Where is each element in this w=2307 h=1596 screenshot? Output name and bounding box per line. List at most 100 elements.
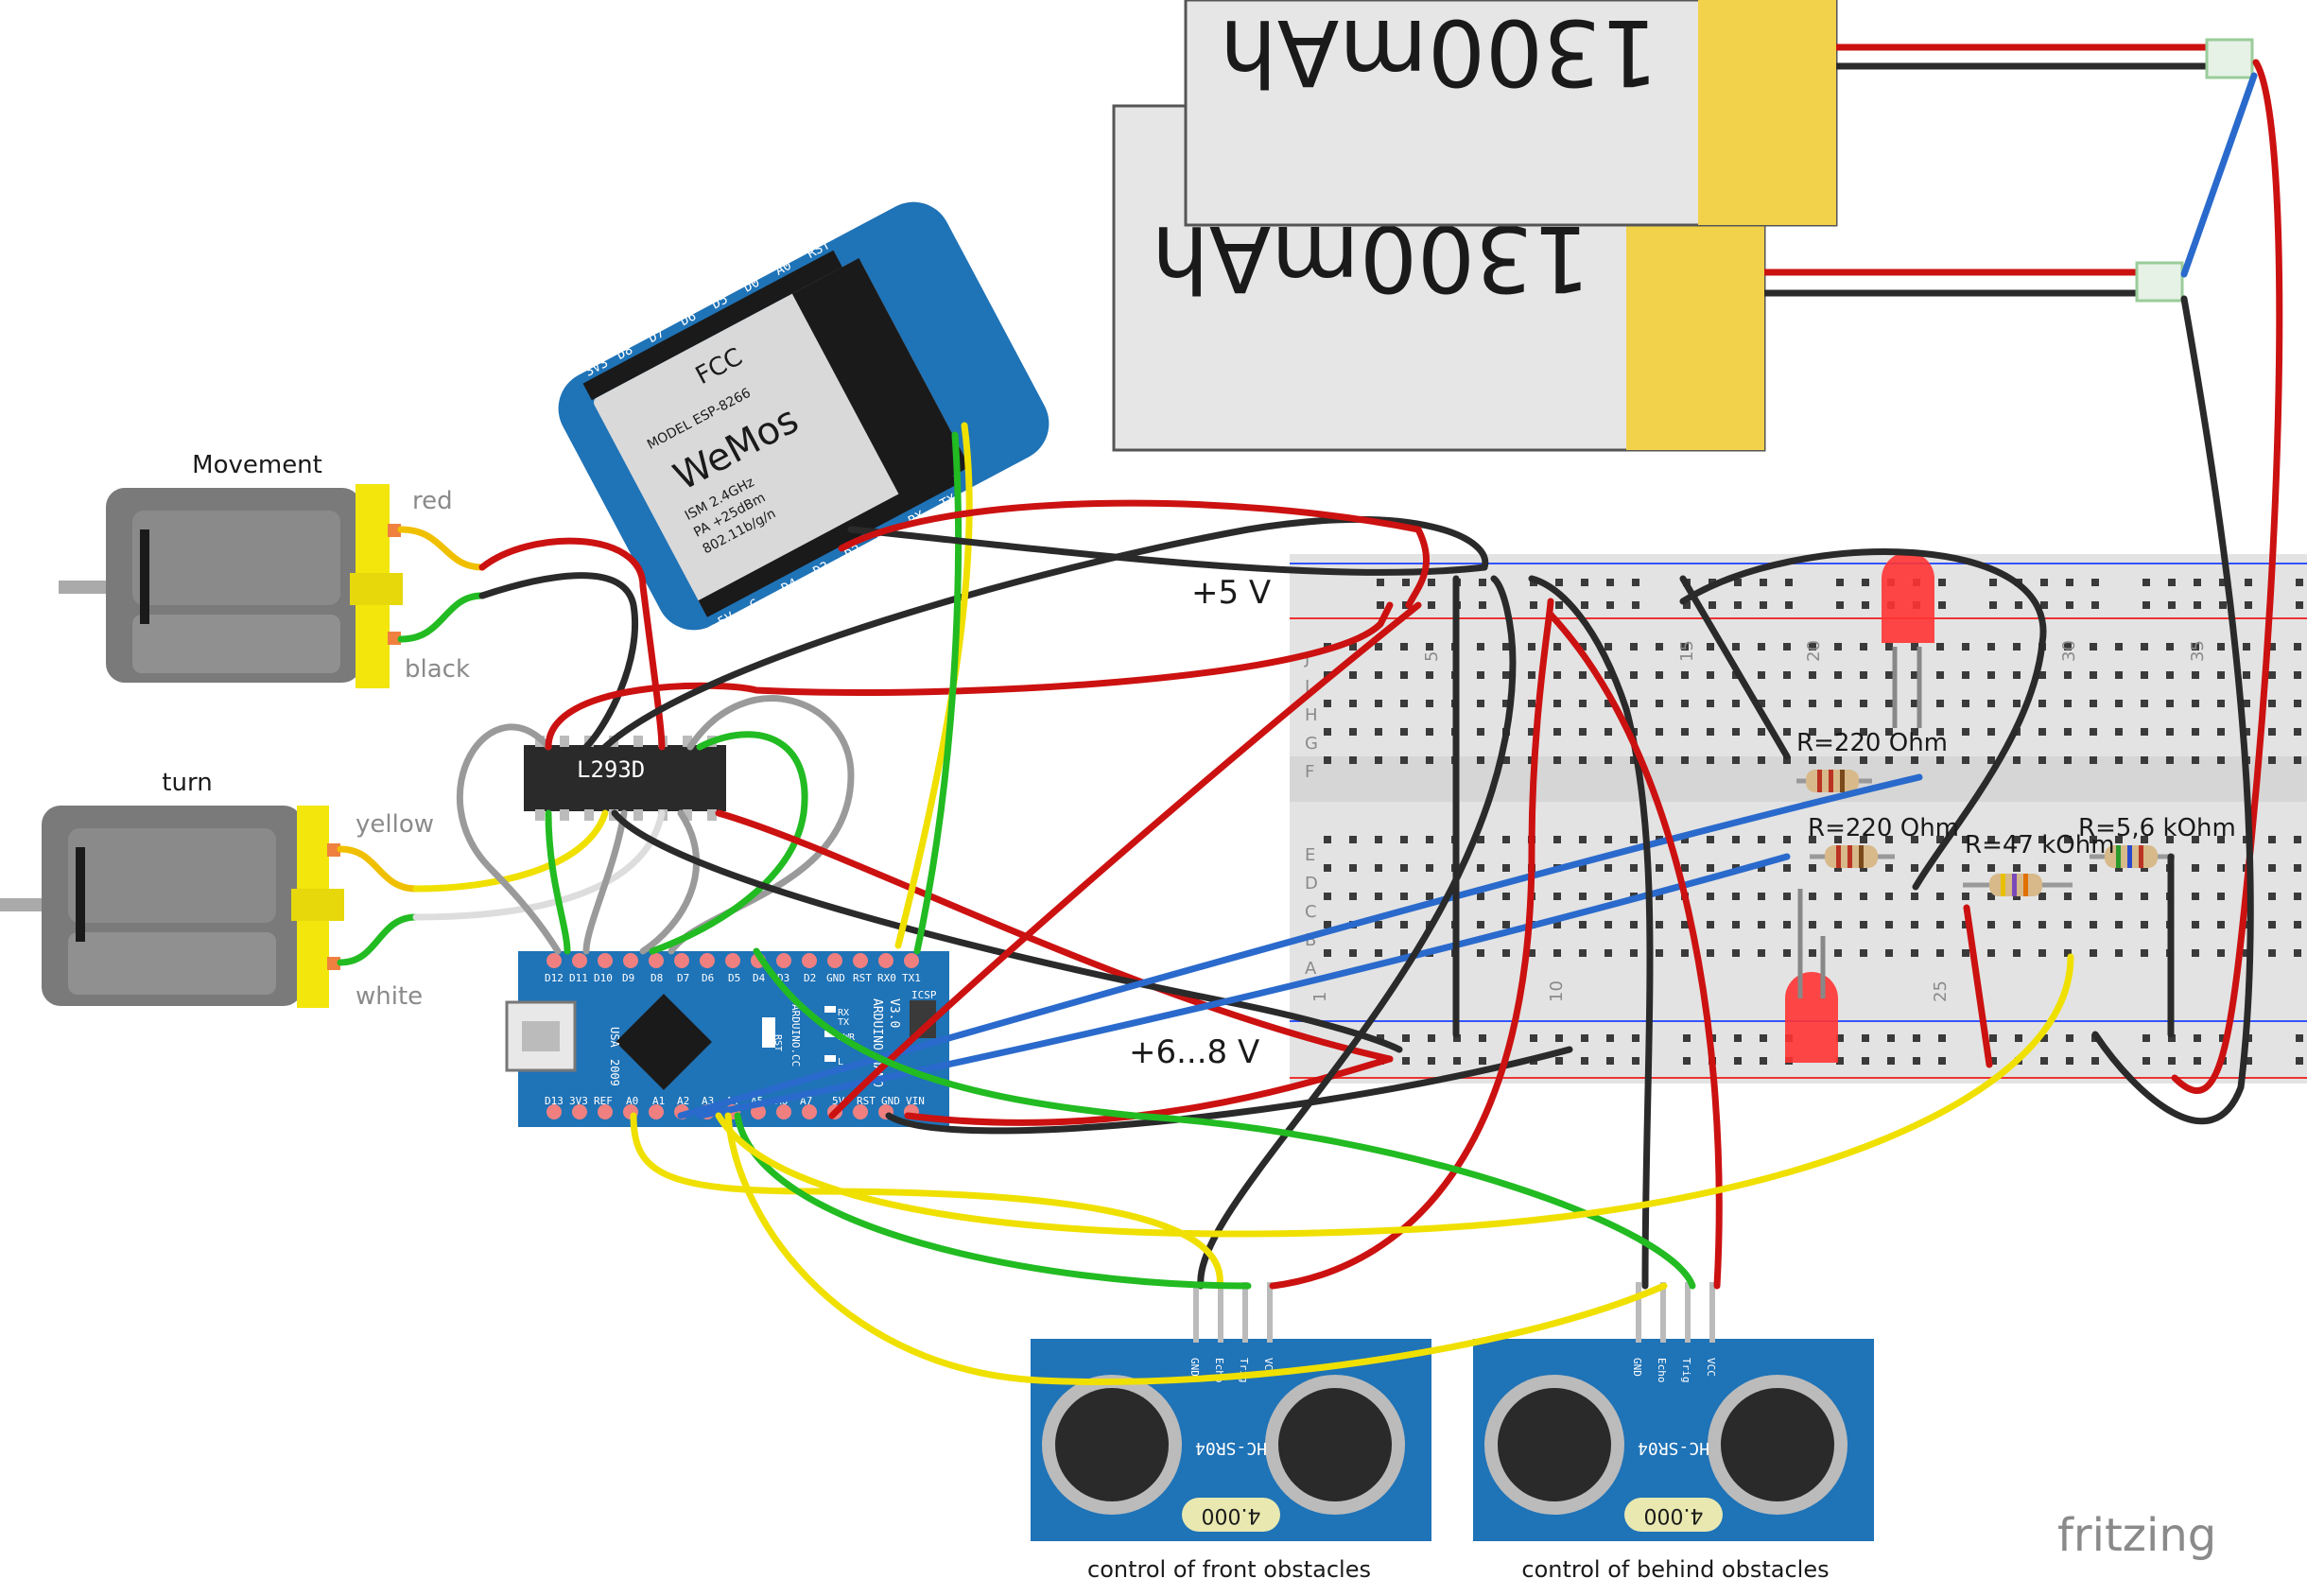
breadboard-hole — [2268, 756, 2276, 764]
breadboard-hole — [1783, 671, 1791, 679]
nano-text-year: 2009 — [608, 1059, 621, 1086]
breadboard-rail-hole — [2091, 579, 2099, 586]
breadboard-hole — [1630, 836, 1638, 843]
nano-pad — [674, 953, 689, 968]
breadboard-hole — [1885, 949, 1893, 957]
nano-pin: D13 — [545, 1095, 564, 1107]
resistor-r3 — [1963, 874, 2073, 896]
breadboard-hole — [1400, 949, 1408, 957]
breadboard-rail-hole — [1453, 1034, 1461, 1042]
breadboard-hole — [1987, 728, 1995, 736]
breadboard-hole — [1987, 836, 1995, 843]
breadboard-hole — [1962, 728, 1969, 736]
wire-black — [601, 515, 1489, 751]
breadboard-hole — [1604, 864, 1612, 872]
row-letter: J — [1304, 649, 1310, 668]
nano-pad — [700, 953, 715, 968]
breadboard-hole — [1860, 643, 1867, 651]
breadboard-hole — [1400, 864, 1408, 872]
breadboard-hole — [1579, 700, 1587, 707]
nano-text-l: L — [838, 1057, 843, 1067]
breadboard-hole — [1630, 949, 1638, 957]
breadboard-hole — [1400, 671, 1408, 679]
wire-black — [1679, 575, 1791, 760]
breadboard-rail-hole — [1734, 579, 1742, 586]
breadboard-rail-hole — [1683, 1057, 1691, 1065]
breadboard-hole — [1630, 643, 1638, 651]
battery-leads — [1764, 38, 2254, 303]
row-letter: A — [1305, 959, 1317, 979]
breadboard-hole — [1707, 836, 1714, 843]
breadboard-hole — [1732, 949, 1740, 957]
breadboard-hole — [1553, 728, 1561, 736]
breadboard-hole — [1707, 756, 1714, 764]
breadboard-hole — [1987, 921, 1995, 928]
breadboard-hole — [1604, 671, 1612, 679]
nano-pin: D6 — [702, 972, 714, 984]
column-number: 5 — [1422, 651, 1442, 662]
nano-text-icsp: ICSP — [911, 989, 937, 1001]
breadboard-hole — [1962, 921, 1969, 928]
wire-red — [838, 499, 1431, 609]
breadboard-hole — [1426, 864, 1433, 872]
breadboard-hole — [1349, 643, 1357, 651]
wire-yellow — [630, 1112, 1223, 1290]
breadboard-hole — [2013, 671, 2021, 679]
nano-pin: TX1 — [902, 972, 921, 984]
breadboard-hole — [2038, 949, 2046, 957]
breadboard-hole — [1834, 893, 1842, 900]
fritzing-logo: fritzing — [2057, 1509, 2216, 1562]
nano-text-usa: USA — [608, 1027, 621, 1048]
breadboard-hole — [1375, 671, 1382, 679]
annotations: +5 V +6...8 V R=220 Ohm R=220 Ohm R=47 k… — [1129, 574, 2236, 1071]
breadboard-hole — [2294, 949, 2301, 957]
breadboard-hole — [2115, 756, 2123, 764]
breadboard-hole — [2294, 756, 2301, 764]
breadboard-hole — [1783, 643, 1791, 651]
breadboard-rail-hole — [2296, 1034, 2303, 1042]
breadboard-hole — [1809, 700, 1816, 707]
breadboard-hole — [1502, 921, 1510, 928]
nano-pad — [802, 1104, 817, 1119]
breadboard-hole — [2038, 893, 2046, 900]
nano-pin: A0 — [626, 1095, 638, 1107]
sensor-behind: 4.000 HC-SR04 GND Echo Trig VCC control … — [1473, 1282, 1874, 1583]
nano-pad — [649, 1104, 664, 1119]
breadboard-hole — [2294, 671, 2301, 679]
breadboard-hole — [2064, 836, 2072, 843]
d1-pin: D5 — [709, 291, 730, 312]
breadboard-hole — [2294, 700, 2301, 707]
breadboard-hole — [2166, 728, 2174, 736]
breadboard-rail-hole — [1428, 1057, 1435, 1065]
breadboard-hole — [2038, 836, 2046, 843]
nano-text-version: V3.0 — [887, 998, 901, 1028]
breadboard-rail-hole — [1555, 1034, 1563, 1042]
breadboard-hole — [1375, 893, 1382, 900]
breadboard-hole — [1936, 700, 1944, 707]
breadboard-hole — [2268, 949, 2276, 957]
breadboard-hole — [2115, 921, 2123, 928]
nano-text-tx: TX — [838, 1017, 849, 1028]
nano-pin: D10 — [594, 972, 613, 984]
breadboard-hole — [1962, 864, 1969, 872]
breadboard-hole — [2115, 728, 2123, 736]
breadboard-hole — [2013, 836, 2021, 843]
wire-black — [2091, 295, 2254, 1125]
breadboard-hole — [1400, 836, 1408, 843]
nano-pad — [623, 953, 638, 968]
nano-pin: GND — [826, 972, 845, 984]
label-r1: R=220 Ohm — [1796, 729, 1948, 757]
wire-red — [545, 601, 1394, 751]
breadboard-hole — [1962, 836, 1969, 843]
wire-green — [734, 1112, 1252, 1290]
breadboard-hole — [2013, 643, 2021, 651]
breadboard-hole — [2141, 921, 2148, 928]
breadboard-hole — [1324, 836, 1331, 843]
breadboard-hole — [1783, 921, 1791, 928]
nano-pad — [827, 953, 842, 968]
breadboard-hole — [1656, 671, 1663, 679]
breadboard-hole — [1579, 949, 1587, 957]
breadboard-hole — [2090, 700, 2097, 707]
nano-pad — [572, 1104, 587, 1119]
breadboard-hole — [2217, 921, 2225, 928]
